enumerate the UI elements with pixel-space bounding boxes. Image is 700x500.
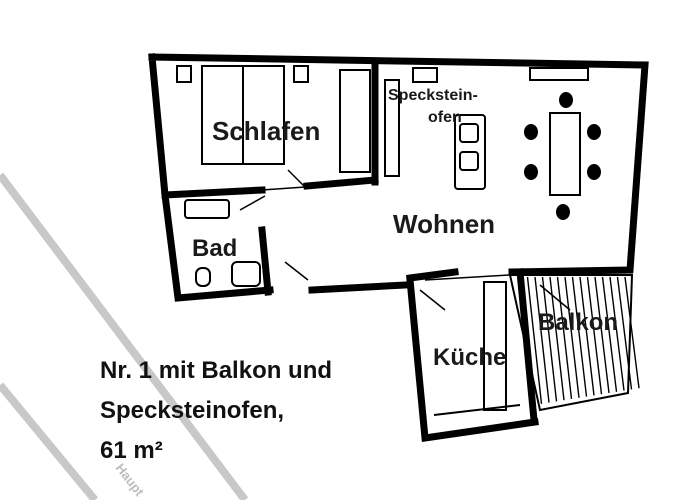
outer-walls: [148, 53, 649, 442]
radiator-3: [412, 67, 438, 83]
radiator-1: [176, 65, 192, 83]
kitchen-counter: [483, 281, 507, 411]
stove-top: [459, 123, 479, 143]
label-kueche: Küche: [433, 344, 506, 371]
furniture: [176, 65, 601, 416]
chair-left-2: [524, 164, 538, 180]
toilet: [195, 267, 211, 287]
door-bedroom: [261, 186, 306, 191]
wall-bedroom-bottom-left: [161, 186, 266, 199]
balcony-hatch-line: [594, 276, 610, 394]
kitchen-window-wall: [424, 274, 511, 281]
door-bath-leaf: [239, 195, 266, 211]
wall-bedroom-bottom-right: [303, 176, 379, 190]
door-bedroom-leaf: [287, 169, 306, 188]
balcony-hatch-line: [564, 276, 580, 398]
radiator-2: [293, 65, 309, 83]
label-speckstein-2: ofen: [428, 109, 462, 126]
interior-walls: [161, 58, 379, 296]
balcony-hatch-line: [624, 276, 640, 389]
door-balcony-leaf: [539, 284, 571, 311]
balcony-hatch-line: [571, 276, 588, 397]
door-entrance-leaf: [284, 261, 309, 281]
chair-right-2: [587, 164, 601, 180]
door-kitchen-leaf: [419, 289, 446, 311]
kitchen-counter-bottom: [433, 404, 521, 416]
balcony-hatch-line: [616, 276, 633, 390]
chair-right-1: [587, 124, 601, 140]
shelf: [384, 79, 400, 177]
chair-top: [559, 92, 573, 108]
wall-bath-right: [258, 226, 272, 296]
street-line-lower: [0, 382, 99, 500]
dining-table: [549, 112, 581, 196]
balcony-hatch-line: [609, 276, 625, 391]
balcony-hatch-line: [601, 276, 618, 392]
label-wohnen: Wohnen: [393, 209, 495, 239]
wall-main: [148, 53, 649, 302]
street-name-fragment: Haupt: [113, 461, 148, 500]
balcony-hatch-line: [526, 276, 543, 404]
wardrobe: [339, 69, 371, 173]
wall-kitchen: [406, 268, 539, 442]
balcony-hatch-line: [549, 276, 565, 401]
bathtub: [184, 199, 230, 219]
label-balkon: Balkon: [538, 309, 618, 336]
label-schlafen: Schlafen: [212, 116, 320, 146]
caption-line-1: Nr. 1 mit Balkon und: [100, 357, 332, 384]
balcony-hatch: [508, 274, 640, 412]
radiator-4: [529, 67, 589, 81]
caption-line-3: 61 m²: [100, 437, 163, 464]
balcony-hatch-line: [541, 276, 558, 402]
caption-line-2: Specksteinofen,: [100, 397, 284, 424]
balcony-hatch-line: [534, 276, 550, 403]
caption: Nr. 1 mit Balkon und Specksteinofen, 61 …: [100, 357, 332, 464]
sink: [231, 261, 261, 287]
balcony-hatch-line: [586, 276, 603, 395]
label-speckstein-1: Speckstein-: [388, 87, 478, 104]
label-bad: Bad: [192, 235, 237, 262]
balcony-hatch-line: [556, 276, 573, 400]
room-labels: Schlafen Speckstein- ofen Wohnen Bad Küc…: [192, 87, 618, 371]
street-line-upper: [0, 172, 249, 500]
chair-left-1: [524, 124, 538, 140]
balcony-hatch-line: [579, 276, 595, 396]
doors: [239, 169, 571, 311]
chair-bottom: [556, 204, 570, 220]
stove-bottom: [459, 151, 479, 171]
